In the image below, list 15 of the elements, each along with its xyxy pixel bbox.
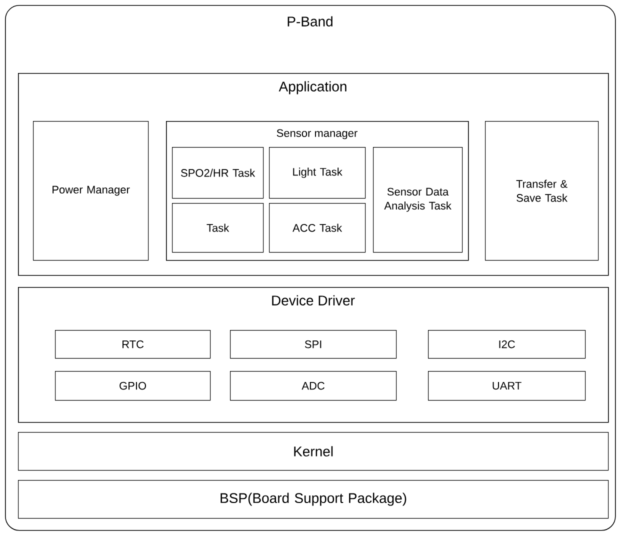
module-box: BSP(Board Support Package) — [18, 480, 609, 519]
module-box: SPI — [230, 330, 397, 359]
module-box: Power Manager — [33, 121, 149, 261]
module-box: GPIO — [55, 371, 211, 401]
module-box: SPO2/HR Task — [172, 147, 264, 199]
module-box: Transfer & Save Task — [485, 121, 599, 261]
module-box: Task — [172, 203, 264, 253]
module-box: ACC Task — [269, 203, 366, 253]
module-box: Light Task — [269, 147, 366, 199]
module-box: RTC — [55, 330, 211, 359]
module-box: Sensor Data Analysis Task — [373, 147, 463, 253]
module-box: ADC — [230, 371, 397, 401]
module-box: Kernel — [18, 432, 609, 471]
module-box: I2C — [428, 330, 586, 359]
module-box: UART — [428, 371, 586, 401]
